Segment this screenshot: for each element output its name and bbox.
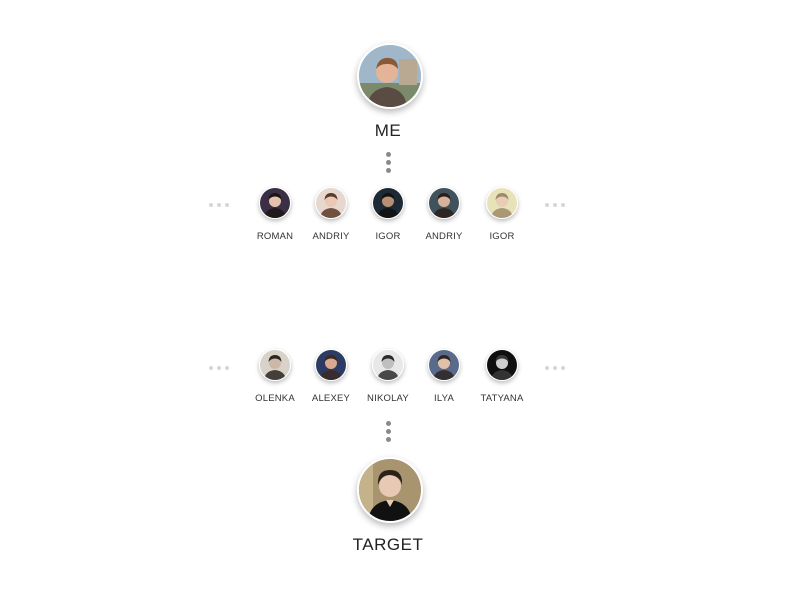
friend-item[interactable]: ROMAN (240, 187, 310, 242)
friend-avatar[interactable] (259, 349, 291, 381)
friend-avatar[interactable] (486, 187, 518, 219)
target-connector-dots (385, 421, 391, 445)
friend-item[interactable]: TATYANA (467, 349, 537, 404)
friend-name: IGOR (375, 231, 401, 242)
target-avatar[interactable] (357, 457, 423, 523)
avatar-photo-icon (487, 188, 517, 218)
avatar-photo-icon (373, 350, 403, 380)
friend-item[interactable]: IGOR (353, 187, 423, 242)
me-label: ME (374, 121, 402, 140)
top-row-left-more-dots[interactable] (209, 203, 229, 209)
friend-name: ALEXEY (311, 393, 351, 404)
friend-avatar[interactable] (315, 187, 347, 219)
friend-name: NIKOLAY (367, 393, 409, 404)
friend-name: IGOR (489, 231, 515, 242)
target-label: TARGET (352, 535, 424, 554)
friend-name: ROMAN (256, 231, 294, 242)
me-connector-dots (385, 152, 391, 176)
friend-item[interactable]: IGOR (467, 187, 537, 242)
avatar-photo-icon (429, 350, 459, 380)
me-photo-icon (359, 45, 421, 107)
friend-avatar[interactable] (315, 349, 347, 381)
bottom-row-right-more-dots[interactable] (545, 366, 565, 372)
friend-item[interactable]: ALEXEY (296, 349, 366, 404)
me-avatar[interactable] (357, 43, 423, 109)
friend-avatar[interactable] (372, 187, 404, 219)
friend-avatar[interactable] (259, 187, 291, 219)
friend-item[interactable]: ANDRIY (409, 187, 479, 242)
friend-name: ILYA (434, 393, 454, 404)
friend-avatar[interactable] (372, 349, 404, 381)
avatar-photo-icon (373, 188, 403, 218)
friend-name: ANDRIY (312, 231, 350, 242)
friend-item[interactable]: OLENKA (240, 349, 310, 404)
friend-name: ANDRIY (425, 231, 463, 242)
friend-name: TATYANA (480, 393, 524, 404)
friend-item[interactable]: ILYA (409, 349, 479, 404)
avatar-photo-icon (316, 188, 346, 218)
target-photo-icon (359, 459, 421, 521)
avatar-photo-icon (429, 188, 459, 218)
top-row-right-more-dots[interactable] (545, 203, 565, 209)
friend-avatar[interactable] (428, 349, 460, 381)
friend-name: OLENKA (255, 393, 295, 404)
friend-avatar[interactable] (486, 349, 518, 381)
friend-item[interactable]: NIKOLAY (353, 349, 423, 404)
avatar-photo-icon (316, 350, 346, 380)
avatar-photo-icon (487, 350, 517, 380)
avatar-photo-icon (260, 350, 290, 380)
avatar-photo-icon (260, 188, 290, 218)
bottom-row-left-more-dots[interactable] (209, 366, 229, 372)
friend-item[interactable]: ANDRIY (296, 187, 366, 242)
friend-avatar[interactable] (428, 187, 460, 219)
